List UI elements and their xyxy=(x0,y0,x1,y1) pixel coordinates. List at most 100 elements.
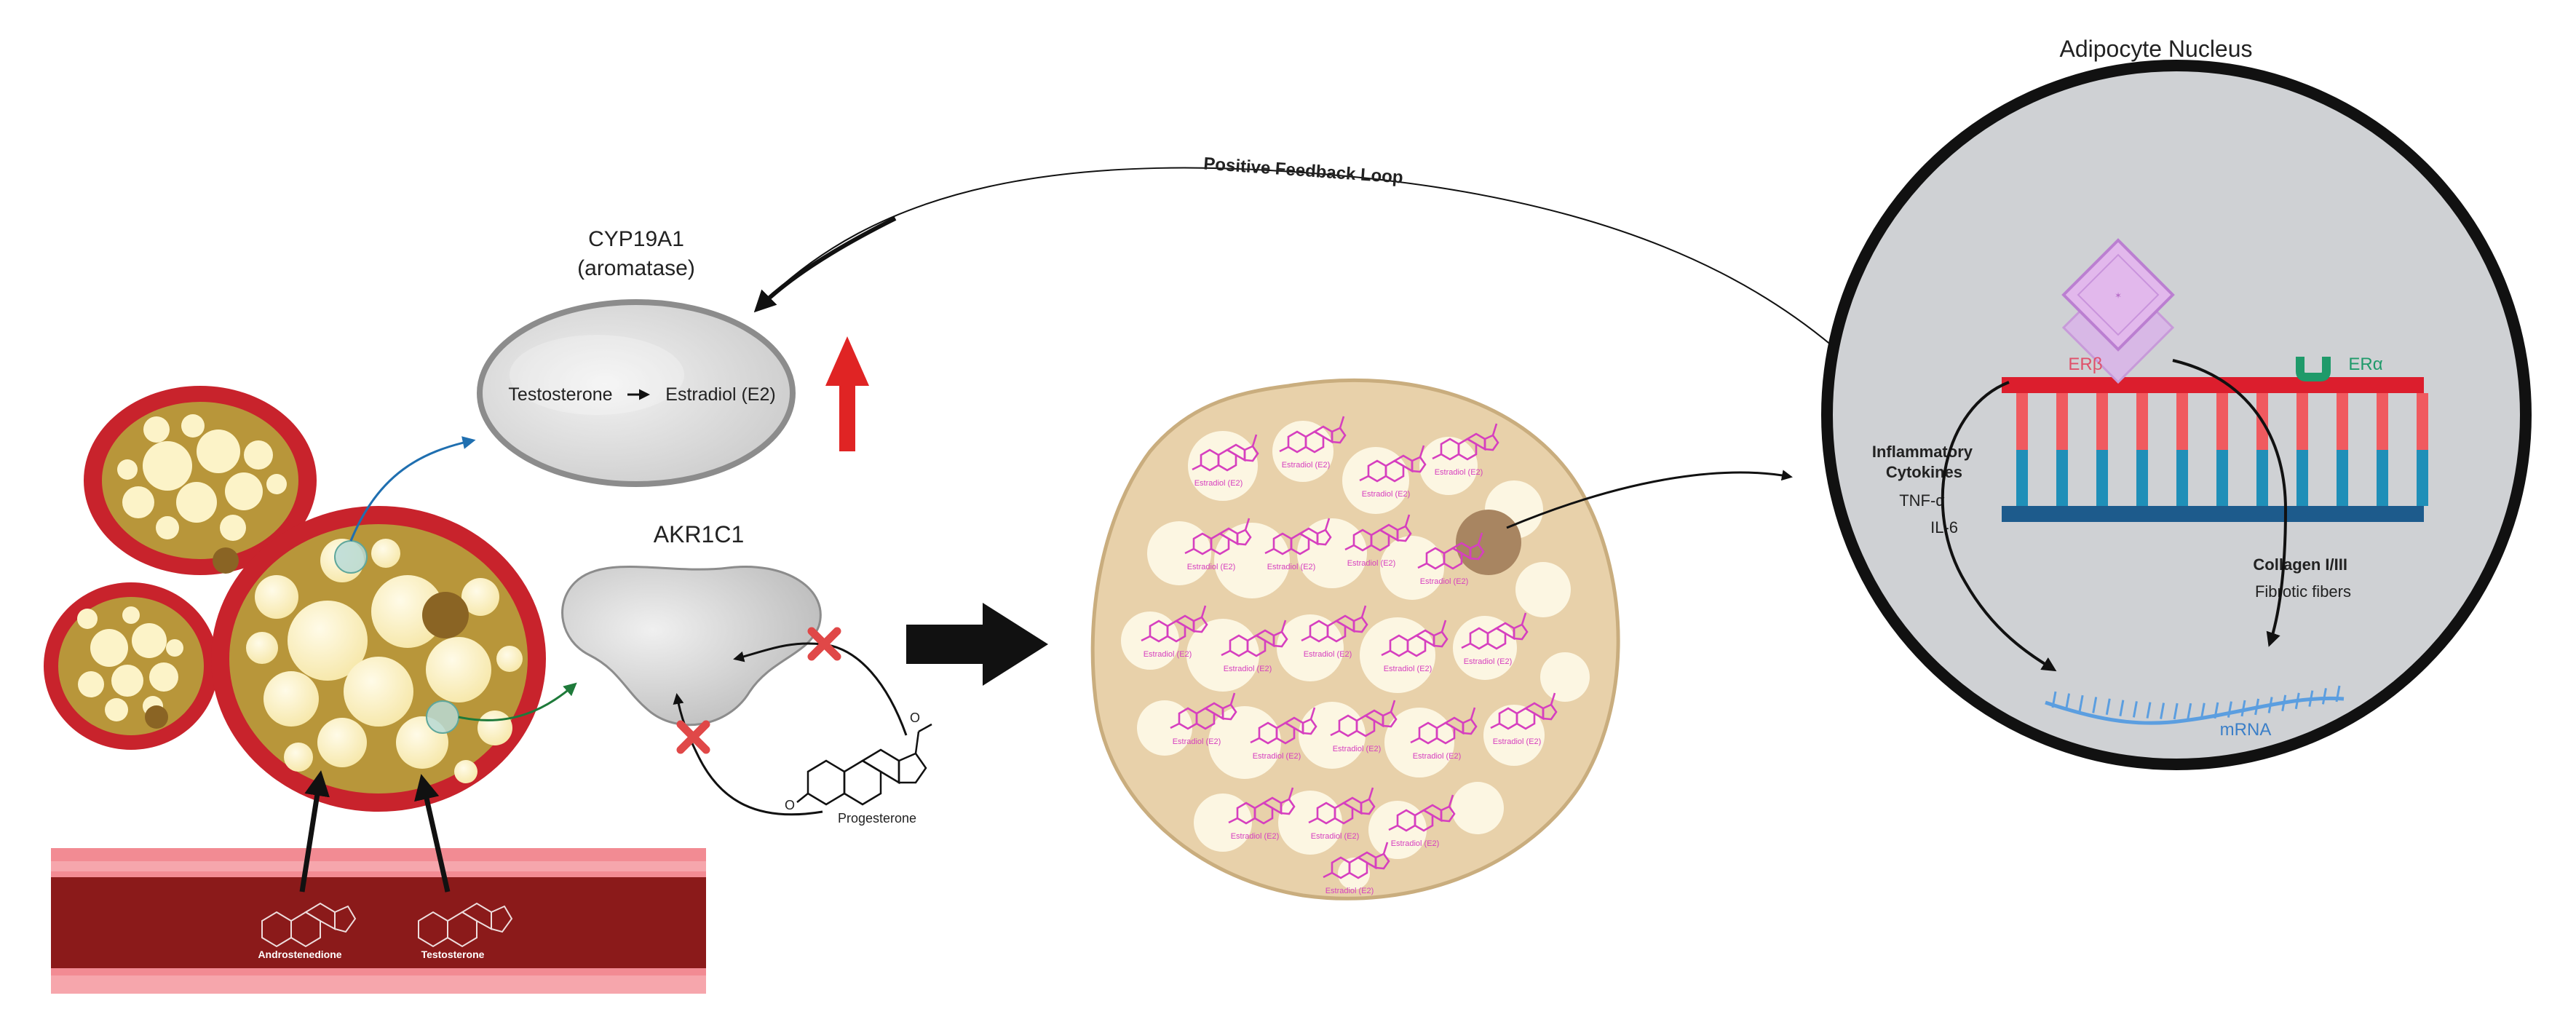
mrna-nucleotide xyxy=(2254,698,2260,716)
cyp19a1-name: CYP19A1 xyxy=(588,227,684,251)
estradiol-molecule-label: Estradiol (E2) xyxy=(1187,563,1236,571)
mrna-nucleotide xyxy=(2105,698,2111,716)
akr1c1-name: AKR1C1 xyxy=(654,521,745,547)
testosterone-structure xyxy=(418,902,513,948)
estradiol-molecule: Estradiol (E2) xyxy=(1184,518,1252,571)
estrogen-receptor-icon: ✶ xyxy=(2061,238,2175,384)
estradiol-molecule: Estradiol (E2) xyxy=(1308,787,1376,841)
androstenedione-structure xyxy=(261,902,357,948)
dna-double-helix xyxy=(2002,377,2428,522)
androstenedione-uptake-arrow xyxy=(299,770,330,893)
nucleus-title: Adipocyte Nucleus xyxy=(2059,36,2252,62)
estradiol-molecule-label: Estradiol (E2) xyxy=(1384,665,1432,673)
feedback-loop-label: Positive Feedback Loop xyxy=(1203,154,1404,187)
estradiol-molecule: Estradiol (E2) xyxy=(1228,787,1296,841)
dna-base-pair-blue xyxy=(2256,450,2268,506)
cyp19a1-alias: (aromatase) xyxy=(577,256,695,280)
dna-base-pair-red xyxy=(2337,393,2348,450)
testosterone-uptake-arrow xyxy=(414,774,451,893)
estradiol-molecule: Estradiol (E2) xyxy=(1264,518,1332,571)
estradiol-molecule: Estradiol (E2) xyxy=(1388,794,1456,848)
tnf-alpha-label: TNF-α xyxy=(1899,491,1945,510)
estradiol-molecule: Estradiol (E2) xyxy=(1250,707,1317,761)
inhibited-arrow-lower xyxy=(673,693,823,816)
cytokines-title-line1: Inflammatory xyxy=(1872,443,1973,461)
dna-base-pair-red xyxy=(2216,393,2228,450)
estradiol-molecule-label: Estradiol (E2) xyxy=(1173,737,1221,746)
akr1c1-enzyme xyxy=(561,565,822,727)
mrna-nucleotide xyxy=(2240,700,2246,717)
cell-to-nucleus-arrow xyxy=(1506,470,1793,529)
progesterone-o-upper: O xyxy=(910,711,920,725)
inhibition-x-icon xyxy=(807,627,841,661)
estradiol-molecule: Estradiol (E2) xyxy=(1330,700,1398,753)
feedback-loop-arrowhead xyxy=(753,216,897,313)
estradiol-molecule-label: Estradiol (E2) xyxy=(1413,752,1462,761)
estradiol-molecule-label: Estradiol (E2) xyxy=(1282,461,1331,470)
mrna-nucleotide xyxy=(2173,702,2179,720)
adipocyte-small-top xyxy=(84,386,317,575)
mrna-nucleotide xyxy=(2119,700,2125,716)
mrna-nucleotide xyxy=(2065,693,2071,710)
dna-base-pair-red xyxy=(2136,393,2148,450)
estradiol-molecule-label: Estradiol (E2) xyxy=(1347,559,1396,568)
mrna-label: mRNA xyxy=(2220,720,2272,740)
estradiol-molecule-label: Estradiol (E2) xyxy=(1464,657,1513,666)
dna-base-pair-blue xyxy=(2216,450,2228,506)
progesterone-label: Progesterone xyxy=(838,811,916,826)
mrna-nucleotide xyxy=(2200,702,2206,720)
dna-base-pair-blue xyxy=(2417,450,2428,506)
mrna-nucleotide xyxy=(2051,691,2057,708)
dna-base-pair-blue xyxy=(2296,450,2308,506)
dna-base-pair-blue xyxy=(2016,450,2028,506)
dna-base-pair-red xyxy=(2056,393,2068,450)
estradiol-molecule-label: Estradiol (E2) xyxy=(1304,650,1352,659)
estradiol-molecule-label: Estradiol (E2) xyxy=(1435,468,1483,477)
dna-base-pair-blue xyxy=(2337,450,2348,506)
mrna-nucleotide xyxy=(2214,702,2219,719)
dna-base-pair-blue xyxy=(2176,450,2188,506)
dna-base-pair-red xyxy=(2016,393,2028,450)
mrna-nucleotide xyxy=(2146,702,2152,719)
mrna-strand xyxy=(2045,685,2345,725)
process-arrow-icon xyxy=(906,603,1048,686)
estradiol-molecule: Estradiol (E2) xyxy=(1381,620,1448,673)
dna-base-pair-blue xyxy=(2096,450,2108,506)
er-alpha-receptor xyxy=(2296,357,2331,381)
estradiol-molecule-label: Estradiol (E2) xyxy=(1231,832,1280,841)
androstenedione-label: Androstenedione xyxy=(258,949,341,960)
estradiol-molecule-label: Estradiol (E2) xyxy=(1333,745,1382,753)
collagen-to-mrna-arrow xyxy=(2172,359,2288,647)
estradiol-molecule-label: Estradiol (E2) xyxy=(1391,839,1440,848)
mrna-nucleotide xyxy=(2160,702,2165,719)
estradiol-molecule: Estradiol (E2) xyxy=(1221,620,1288,673)
estradiol-molecule-label: Estradiol (E2) xyxy=(1194,479,1243,488)
mrna-nucleotide xyxy=(2187,702,2192,720)
estradiol-molecule: Estradiol (E2) xyxy=(1344,514,1412,568)
svg-text:✶: ✶ xyxy=(2115,290,2122,301)
mrna-nucleotide xyxy=(2267,697,2273,713)
adipocyte-small-bottom xyxy=(44,582,218,750)
estradiol-molecule-label: Estradiol (E2) xyxy=(1267,563,1316,571)
estradiol-molecule-label: Estradiol (E2) xyxy=(1325,887,1374,895)
estradiol-molecule: Estradiol (E2) xyxy=(1359,445,1427,499)
estradiol-molecule-label: Estradiol (E2) xyxy=(1493,737,1542,746)
mrna-nucleotide xyxy=(2335,685,2341,702)
mrna-nucleotide xyxy=(2132,701,2138,718)
aromatase-connector-arrow xyxy=(349,436,476,542)
progesterone-structure xyxy=(796,723,932,806)
estradiol-molecule: Estradiol (E2) xyxy=(1410,707,1478,761)
dna-base-pair-blue xyxy=(2377,450,2388,506)
reaction-substrate: Testosterone xyxy=(508,384,612,405)
adipocyte-cluster xyxy=(44,386,546,893)
fibrotic-label: Fibrotic fibers xyxy=(2255,582,2351,601)
dna-base-pair-blue xyxy=(2136,450,2148,506)
dna-base-pair-red xyxy=(2377,393,2388,450)
mrna-nucleotide xyxy=(2308,690,2314,707)
feedback-loop-curve xyxy=(756,167,1915,430)
estradiol-adipocyte: Estradiol (E2) Estradiol (E2) Estradiol (E… xyxy=(1090,378,1620,901)
collagen-label: Collagen I/III xyxy=(2253,555,2347,574)
estradiol-molecule-cluster: Estradiol (E2) Estradiol (E2) Estradiol (E… xyxy=(1141,416,1558,895)
estradiol-molecule: Estradiol (E2) xyxy=(1432,423,1499,477)
